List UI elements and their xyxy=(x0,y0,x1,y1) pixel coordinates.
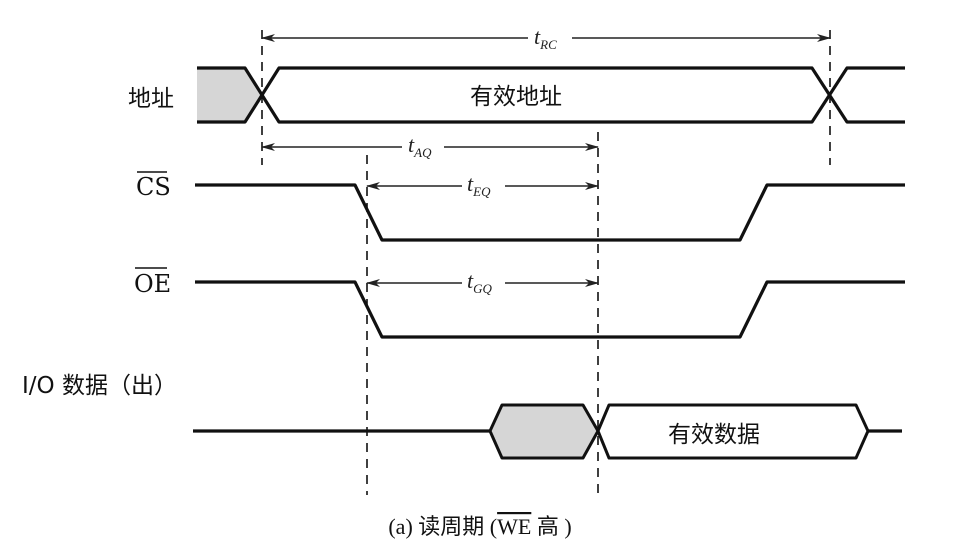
teq-dimension: tEQ xyxy=(366,171,599,199)
we-overbar-text: WE xyxy=(497,514,531,539)
oe-label: OE xyxy=(134,267,171,298)
address-invalid-region xyxy=(197,68,262,122)
figure-caption: (a) 读周期 (WE 高 ) xyxy=(388,514,571,539)
svg-text:OE: OE xyxy=(134,270,171,298)
cs-label: CS xyxy=(136,171,171,201)
svg-text:CS: CS xyxy=(136,173,171,201)
io-invalid-region xyxy=(488,403,600,460)
svg-text:(a) 读周期 (WE 高 ): (a) 读周期 (WE 高 ) xyxy=(388,514,571,539)
address-valid-text: 有效地址 xyxy=(470,84,562,110)
oe-waveform xyxy=(195,280,905,339)
taq-dimension: tAQ xyxy=(261,132,599,160)
trc-dimension: tRC xyxy=(261,24,831,52)
teq-label: tEQ xyxy=(467,171,491,199)
io-valid-text: 有效数据 xyxy=(668,422,760,448)
trc-label: tRC xyxy=(534,24,557,52)
io-label: I/O 数据（出） xyxy=(22,373,177,399)
tgq-dimension: tGQ xyxy=(366,268,599,296)
cs-waveform xyxy=(195,183,905,242)
tgq-label: tGQ xyxy=(467,268,493,296)
address-bus-upper-lower-a xyxy=(197,66,905,124)
address-bus-upper-lower-b xyxy=(197,66,905,124)
taq-label: tAQ xyxy=(408,132,432,160)
address-label: 地址 xyxy=(128,86,174,112)
